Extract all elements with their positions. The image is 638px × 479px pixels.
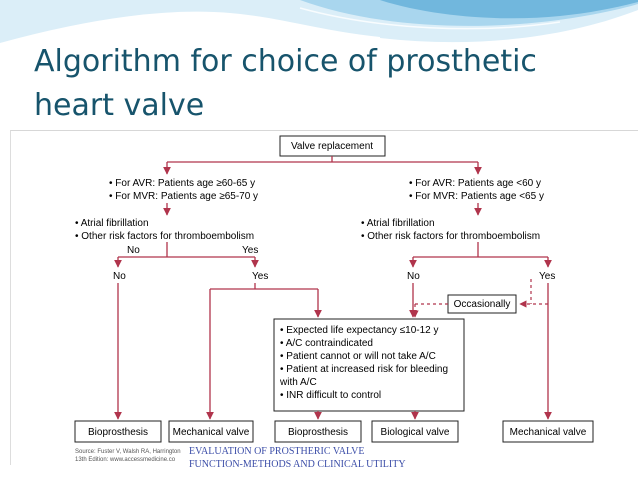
left-branch-connectors (114, 242, 259, 268)
slide-footer: EVALUATION OF PROSTHERIC VALVE FUNCTION-… (189, 445, 469, 471)
left-age-criterion-1: • For AVR: Patients age ≥60-65 y (109, 178, 255, 189)
outcome-label-1: Bioprosthesis (88, 427, 148, 438)
criteria-box (273, 318, 465, 412)
left-no-label-2: No (113, 271, 126, 282)
root-node-label: Valve replacement (291, 141, 373, 152)
source-citation-line2: 13th Edition: www.accessmedicine.co (75, 457, 176, 463)
footer-line2: FUNCTION-METHODS AND CLINICAL UTILITY (189, 459, 406, 470)
outcome-connectors (114, 283, 552, 420)
right-age-criterion-1: • For AVR: Patients age <60 y (409, 178, 541, 189)
left-yes-label-2: Yes (252, 271, 268, 282)
algorithm-flowchart: Valve replacement • For AVR: Patients ag… (10, 130, 638, 465)
right-yes-label: Yes (539, 271, 555, 282)
slide-title-line2: heart valve (34, 88, 205, 123)
outcome-box-1 (74, 420, 162, 443)
criteria-item-4: • Patient at increased risk for bleeding (280, 364, 448, 375)
right-risk-factor-1: • Atrial fibrillation (361, 218, 435, 229)
criteria-item-6: • INR difficult to control (280, 390, 381, 401)
right-no-label: No (407, 271, 420, 282)
slide-title-line1: Algorithm for choice of prosthetic (34, 44, 537, 79)
header-wave-decoration (0, 0, 638, 45)
criteria-item-3: • Patient cannot or will not take A/C (280, 351, 436, 362)
criteria-item-5: with A/C (279, 377, 317, 388)
footer-line1: EVALUATION OF PROSTHERIC VALVE (189, 446, 365, 457)
outcome-box-3 (274, 420, 362, 443)
right-age-criterion-2: • For MVR: Patients age <65 y (409, 191, 544, 202)
slide-title: Algorithm for choice of prosthetic heart… (34, 40, 624, 128)
criteria-item-2: • A/C contraindicated (280, 338, 373, 349)
age-connectors (163, 203, 482, 216)
root-connectors (163, 156, 482, 175)
left-no-label-1: No (127, 245, 140, 256)
outcome-label-3: Bioprosthesis (288, 427, 348, 438)
outcome-label-5: Mechanical valve (510, 427, 587, 438)
outcome-box-5 (502, 420, 594, 443)
left-age-criterion-2: • For MVR: Patients age ≥65-70 y (109, 191, 258, 202)
outcome-label-2: Mechanical valve (173, 427, 250, 438)
right-risk-factor-2: • Other risk factors for thromboembolism (361, 231, 540, 242)
flowchart-svg: Valve replacement • For AVR: Patients ag… (74, 135, 594, 463)
right-branch-connectors (409, 242, 552, 268)
criteria-item-1: • Expected life expectancy ≤10-12 y (280, 325, 439, 336)
outcome-label-4: Biological valve (381, 427, 450, 438)
outcome-box-2 (168, 420, 254, 443)
left-risk-factor-1: • Atrial fibrillation (75, 218, 149, 229)
left-risk-factor-2: • Other risk factors for thromboembolism (75, 231, 254, 242)
yes-to-criteria-connectors (206, 283, 417, 420)
outcome-box-4 (371, 420, 459, 443)
left-yes-label-1: Yes (242, 245, 258, 256)
occasionally-label: Occasionally (454, 299, 511, 310)
source-citation-line1: Source: Fuster V, Walsh RA, Harrington (75, 449, 181, 455)
